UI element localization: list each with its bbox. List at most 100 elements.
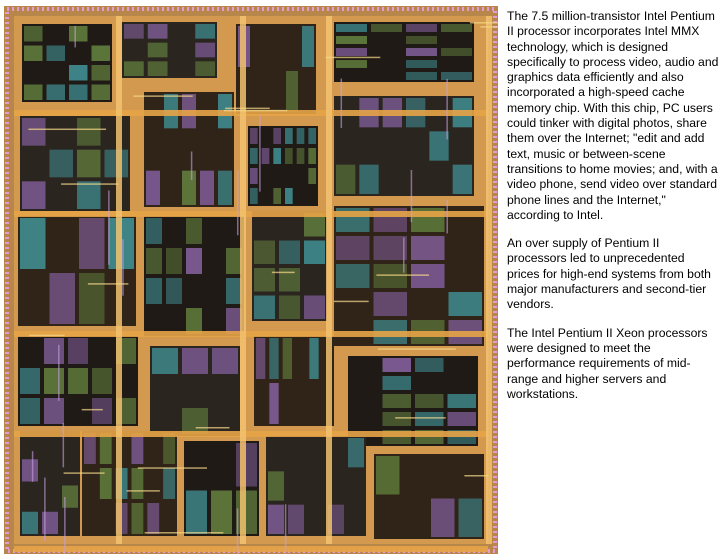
trace [446,199,448,234]
circuit-cell [304,240,325,264]
circuit-cell [254,295,275,319]
circuit-cell [269,383,279,424]
circuit-cell [286,71,298,112]
circuit-cell [62,485,78,508]
circuit-cell [441,48,472,56]
circuit-cell [279,295,300,319]
circuit-cell [77,149,101,178]
circuit-cell [182,348,208,374]
circuit-cell [147,503,160,534]
circuit-cell [256,338,266,379]
trace [108,190,110,265]
circuit-cell [92,368,112,394]
circuit-cell [49,149,73,178]
bus-line-vertical [326,16,332,544]
circuit-cell [250,188,258,204]
circuit-cell [131,433,144,464]
circuit-cell [447,412,476,426]
circuit-cell [146,218,162,244]
circuit-cell [431,498,455,537]
circuit-cell [166,248,182,274]
trace [62,423,65,468]
circuit-cell [382,394,411,408]
trace [28,128,107,131]
circuit-cell [68,368,88,394]
circuit-cell [44,338,64,364]
circuit-cell [304,295,325,319]
circuit-cell [415,358,444,372]
circuit-cell [254,240,275,264]
circuit-cell [406,60,437,68]
trace [480,26,498,28]
circuit-cell [147,61,168,76]
trace [271,271,295,274]
trace [333,300,369,303]
trace [325,56,381,59]
trace [259,115,261,192]
circuit-cell [279,240,300,264]
circuit-cell [124,24,144,39]
circuit-cell [452,164,472,194]
circuit-cell [211,490,232,534]
bus-lines [14,16,498,554]
bus-line-vertical [116,16,122,544]
circuit-cell [91,84,110,100]
trace [195,426,230,429]
circuit-block [82,431,177,536]
circuit-cell [226,248,242,274]
circuit-cell [146,248,162,274]
circuit-cell [44,398,64,424]
circuit-cell [273,128,281,144]
circuit-cell [288,504,304,534]
circuit-cell [182,170,196,205]
paragraph-3: The Intel Pentium II Xeon processors wer… [507,325,708,401]
trace [340,78,343,129]
circuit-cell [336,48,367,56]
circuit-cell [406,36,437,44]
circuit-cell [458,498,482,537]
trace [44,477,46,541]
circuit-cell [131,503,144,534]
circuit-cell [373,236,407,260]
circuit-cell [77,118,101,146]
circuit-cell [99,468,112,499]
circuit-cell [411,236,445,260]
trace [446,78,448,140]
circuit-cell [152,348,178,374]
circuit-cell [147,42,168,58]
trace [122,239,124,296]
trace [376,274,430,276]
trace [144,532,224,534]
circuit-cell [296,128,305,144]
circuit-cell [212,348,238,374]
trace [284,504,287,554]
trace [410,169,413,223]
circuit-cell [186,218,202,244]
trace [133,95,193,97]
circuit-cell [382,358,411,372]
circuit-cell [415,394,444,408]
circuit-cell [411,264,445,288]
circuit-cell [42,511,58,534]
bus-line-horizontal [14,431,488,437]
circuit-cell [250,148,258,164]
circuit-cell [448,292,482,316]
circuit-cell [226,308,242,334]
processor-die-image [4,6,498,554]
circuit-cell [447,394,476,408]
circuit-cell [24,84,43,100]
trace [377,348,456,350]
circuit-cell [336,164,356,194]
trace [137,467,208,469]
circuit-cell [373,264,407,288]
circuit-cell [218,170,232,205]
trace [223,109,288,112]
circuit-cell [79,218,105,269]
circuit-cell [68,338,88,364]
trace [87,283,129,285]
circuit-cell [406,72,437,80]
circuit-cell [268,504,284,534]
circuit-cell [79,273,105,324]
circuit-blocks [18,22,484,539]
circuit-cell [84,433,96,464]
